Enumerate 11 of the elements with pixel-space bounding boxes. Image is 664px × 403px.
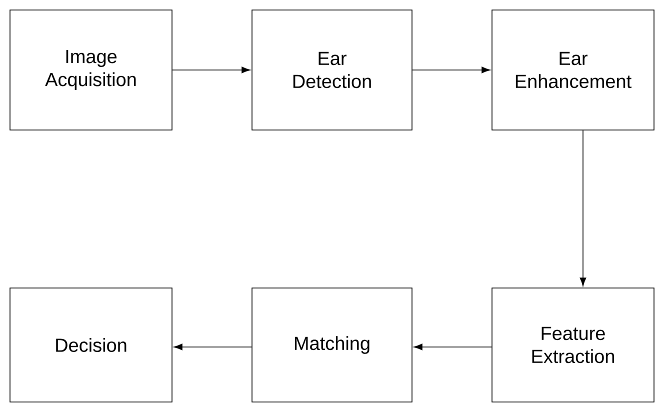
process-box: Ear Enhancement xyxy=(492,10,654,130)
process-box: Ear Detection xyxy=(252,10,412,130)
process-box: Decision xyxy=(10,288,172,402)
arrow xyxy=(412,66,490,74)
arrow xyxy=(174,344,252,350)
process-box: Matching xyxy=(252,288,412,402)
process-box: Image Acquisition xyxy=(10,10,172,130)
arrow xyxy=(580,130,586,286)
arrow xyxy=(172,66,250,74)
process-box: Feature Extraction xyxy=(492,288,654,402)
arrow xyxy=(414,344,492,350)
